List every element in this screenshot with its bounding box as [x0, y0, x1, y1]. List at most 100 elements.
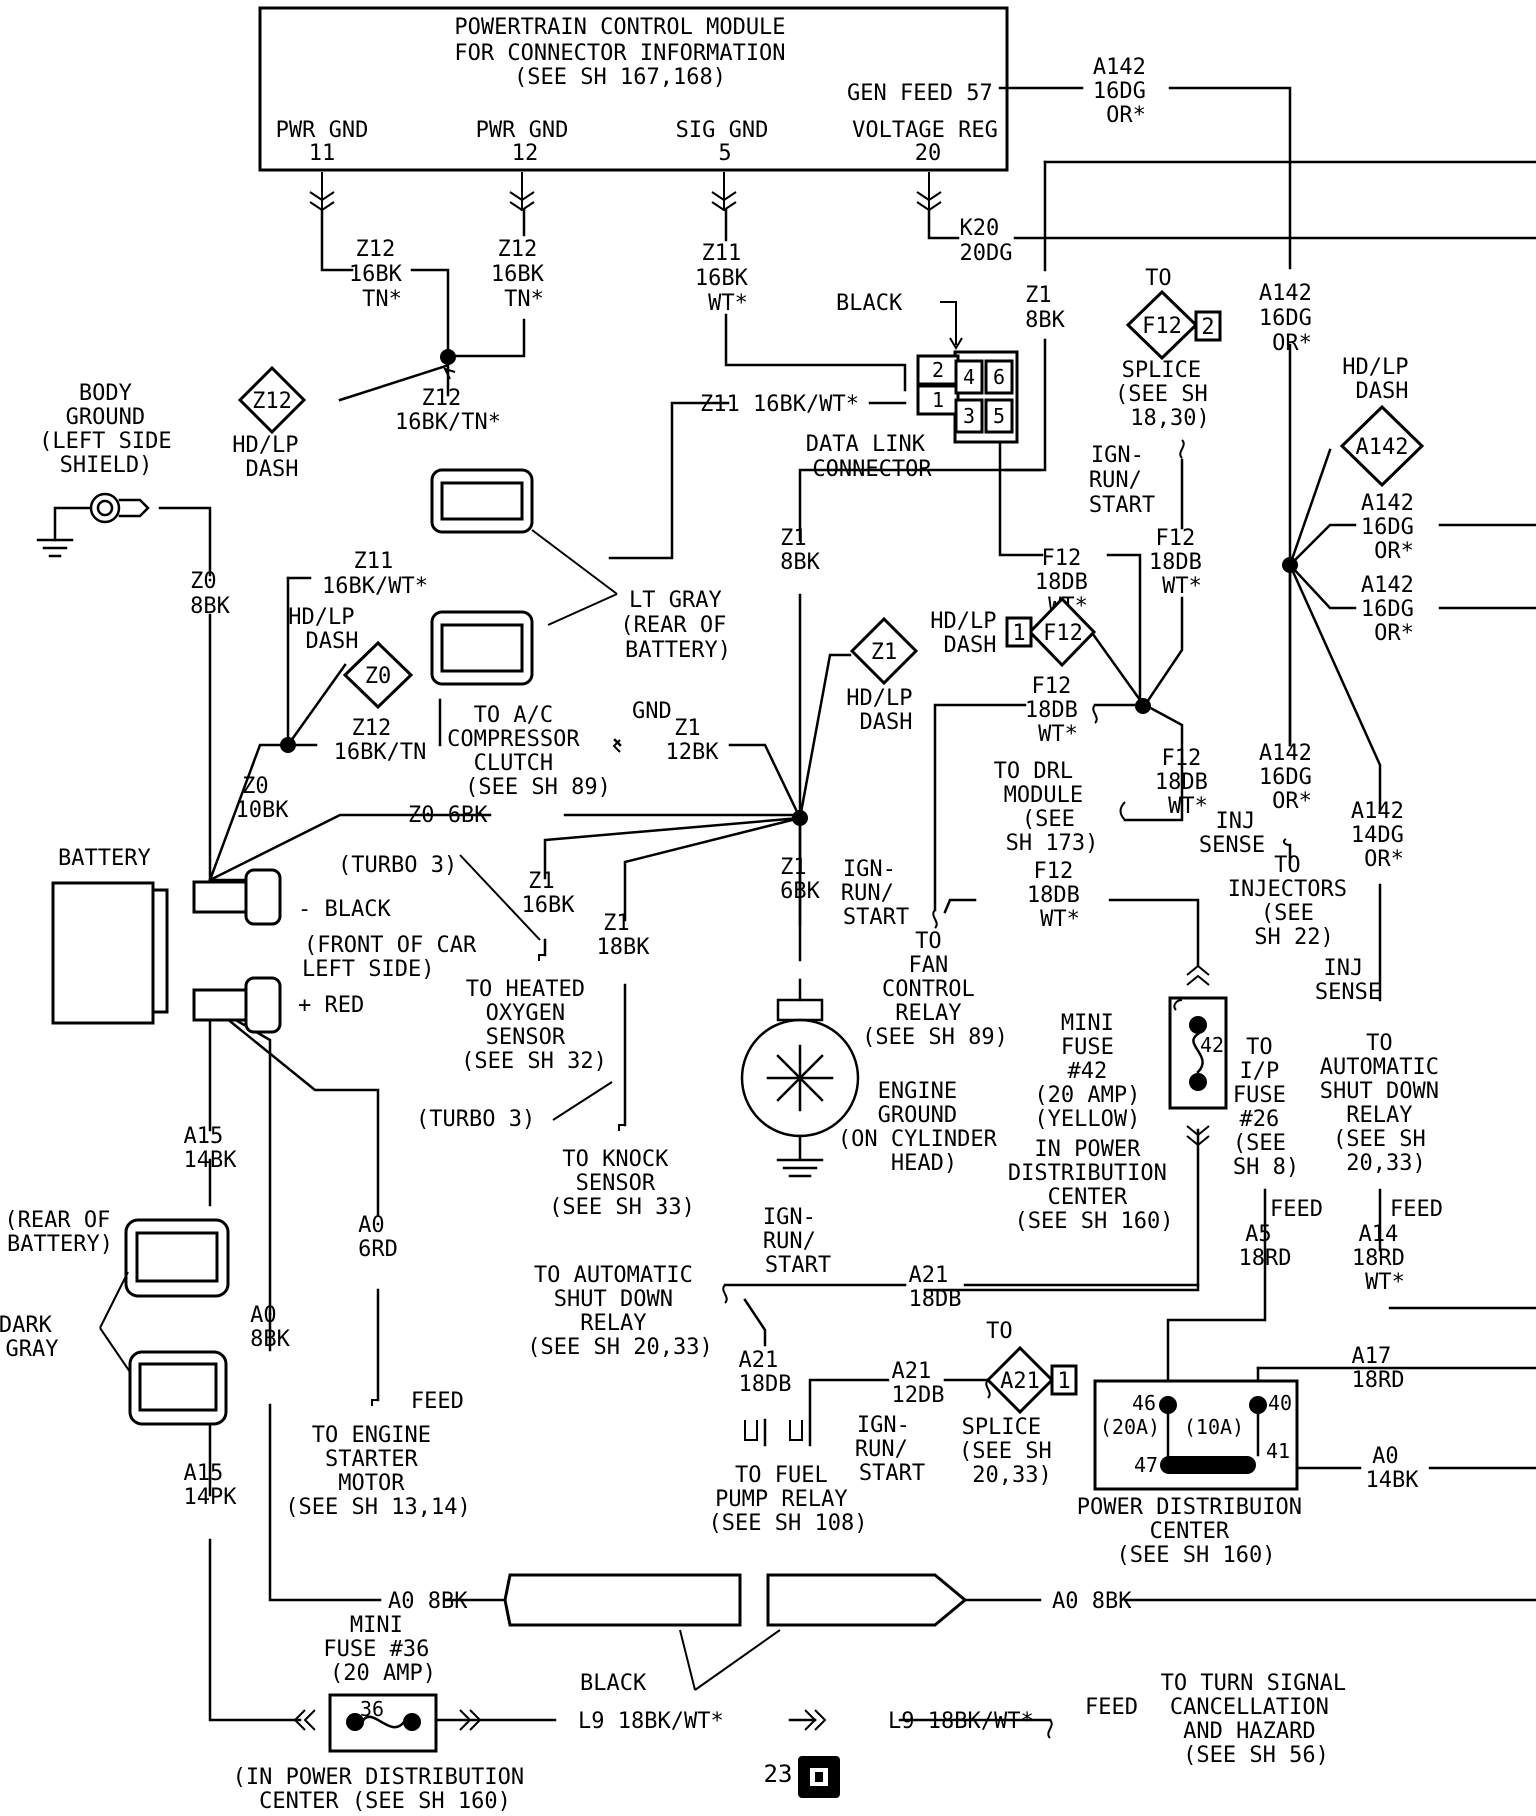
wire-k20: K20 20DG: [960, 216, 1013, 266]
hdlp-z1-label: HD/LP DASH: [846, 686, 925, 735]
powertrain-control-module: POWERTRAIN CONTROL MODULE FOR CONNECTOR …: [258, 6, 1009, 172]
diamond-z0: Z0: [342, 640, 414, 710]
wire-z0-10bk: Z0 10BK: [236, 774, 290, 823]
dark-gray-connector-top: [124, 1218, 230, 1298]
wire-a142-e: A142 16DG OR*: [1259, 741, 1325, 814]
fuse-36-num: 36: [360, 1697, 384, 1721]
diamond-z12: Z12: [237, 365, 307, 435]
wire-z1-16bk: Z1 16BK: [522, 869, 576, 918]
svg-text:Z0: Z0: [365, 664, 392, 689]
pcm-pin3-num: 5: [718, 141, 731, 166]
wire-a142-right: A142 16DG OR*: [1259, 281, 1325, 356]
fuse-42-num: 42: [1200, 1033, 1224, 1057]
diamond-f12-top: F12 2: [1125, 289, 1222, 361]
feed-right-label: FEED: [1390, 1197, 1443, 1222]
asd-relay-bottom-label: TO AUTOMATIC SHUT DOWN RELAY (SEE SH 20,…: [527, 1263, 712, 1360]
wire-a142-top: A142 16DG OR*: [1093, 55, 1159, 128]
battery-label: BATTERY: [58, 846, 151, 871]
pcm-title-1: POWERTRAIN CONTROL MODULE: [454, 15, 785, 40]
wire-z11-left: Z11 16BK/WT*: [322, 549, 428, 599]
wire-a15-bot: A15 14PK: [184, 1461, 238, 1510]
pcm-pin4-name: VOLTAGE REG: [852, 118, 998, 143]
dlc-label: DATA LINK CONNECTOR: [806, 432, 938, 482]
splice-z12: [440, 349, 456, 365]
wire-z1-8bk: Z1 8BK: [780, 526, 820, 575]
engine-ground-label: ENGINE GROUND (ON CYLINDER HEAD): [838, 1079, 1010, 1176]
gnd-label: GND: [632, 699, 672, 724]
lt-gray-connector-bottom: [430, 610, 534, 686]
pcm-pin1-num: 11: [309, 141, 336, 166]
wire-a0-6rd: A0 6RD: [358, 1213, 398, 1262]
ign-run-start-1: IGN- RUN/ START: [1089, 443, 1157, 518]
lt-gray-label: LT GRAY (REAR OF BATTERY): [620, 588, 739, 663]
svg-text:1: 1: [932, 388, 944, 412]
pcm-gen-feed: GEN FEED 57: [847, 81, 993, 106]
pdc-pin-20a: (20A): [1100, 1415, 1160, 1439]
hdlp-a142-label: HD/LP DASH: [1342, 355, 1421, 404]
wire-z1-18bk: Z1 18BK: [597, 911, 651, 960]
ign-run-start-4: IGN- RUN/ START: [855, 1413, 925, 1486]
engine-ground-icon: [740, 998, 860, 1178]
battery-terminal-positive: [192, 976, 282, 1034]
dark-gray-connector-bottom: [128, 1350, 228, 1426]
dark-gray-label: DARK GRAY: [0, 1313, 65, 1362]
wire-z0-6bk: Z0 6BK: [408, 803, 488, 828]
wire-a21-18db: A21 18DB: [909, 1263, 962, 1312]
splice-dots: [280, 349, 1298, 826]
pcm-pin3-name: SIG GND: [676, 118, 769, 143]
pdc-pin-46: 46: [1132, 1391, 1156, 1415]
wire-l9-left: L9 18BK/WT*: [578, 1709, 724, 1734]
ign-run-start-3: IGN- RUN/ START: [763, 1205, 831, 1278]
wire-z1-12bk: Z1 12BK: [666, 716, 720, 765]
svg-text:4: 4: [963, 365, 975, 389]
svg-text:2: 2: [1201, 315, 1214, 340]
ground-symbols: [36, 492, 860, 1178]
wire-z11-top: Z11 16BK WT*: [695, 241, 761, 316]
black-dlc-label: BLACK: [836, 291, 903, 316]
drl-label: TO DRL MODULE (SEE SH 173): [994, 759, 1099, 856]
fuse-internals: [346, 1016, 1207, 1731]
heated-o2-label: TO HEATED OXYGEN SENSOR (SEE SH 32): [461, 977, 607, 1074]
diamond-f12-mid: F12 1: [1005, 596, 1097, 668]
body-ground-label: BODY GROUND (LEFT SIDE SHIELD): [39, 381, 185, 478]
front-of-car-label: (FRONT OF CAR LEFT SIDE): [302, 933, 489, 982]
svg-text:2: 2: [932, 358, 944, 382]
wire-a0-bottom-right: A0 8BK: [1052, 1589, 1132, 1614]
wire-z11-dlc: Z11 16BK/WT*: [700, 392, 859, 417]
rear-of-battery-label: (REAR OF BATTERY): [4, 1208, 123, 1257]
splice-z1: [792, 810, 808, 826]
wire-a14: A14 18RD WT*: [1352, 1222, 1418, 1295]
red-pos-label: + RED: [298, 993, 364, 1018]
svg-text:1: 1: [1012, 621, 1025, 646]
wire-a142-d: A142 16DG OR*: [1361, 573, 1427, 646]
hdlp-f12-label: HD/LP DASH: [930, 609, 1009, 658]
wire-labels: A142 16DG OR* Z12 16BK TN* Z12 16BK TN* …: [184, 55, 1427, 1734]
feed-ip-label: FEED: [1270, 1197, 1323, 1222]
svg-text:A142: A142: [1356, 435, 1409, 460]
wire-a21-12db: A21 12DB: [892, 1359, 945, 1408]
starter-label: FEED TO ENGINE STARTER MOTOR (SEE SH 13,…: [285, 1389, 477, 1520]
arrows: [99, 301, 963, 1691]
pcm-connector-chevrons: [309, 172, 942, 212]
turbo-bottom-label: (TURBO 3): [416, 1107, 535, 1132]
pcm-pin1-name: PWR GND: [276, 118, 369, 143]
pdc-pin-10a: (10A): [1184, 1415, 1244, 1439]
pdc-internals: [1159, 1396, 1267, 1474]
pdc-pin-41: 41: [1266, 1439, 1290, 1463]
pdc-pin-40: 40: [1268, 1391, 1292, 1415]
open-end-marks: [371, 439, 1291, 1739]
wire-z0-8bk: Z0 8BK: [190, 569, 230, 619]
inline-connector-bottom: [503, 1573, 968, 1627]
feed-turn-label: FEED: [1085, 1695, 1138, 1720]
chevrons: [293, 964, 1210, 1731]
pcm-pin2-num: 12: [512, 141, 539, 166]
pdc-label: POWER DISTRIBUION CENTER (SEE SH 160): [1077, 1495, 1315, 1568]
inj-sense-1: INJ SENSE: [1199, 809, 1269, 858]
page-number-text: 23: [764, 1760, 793, 1788]
wire-z12-left: Z12 16BK TN*: [349, 237, 415, 312]
svg-text:Z12: Z12: [252, 389, 292, 414]
svg-text:Z1: Z1: [871, 640, 898, 665]
mini-fuse-36-label: MINI FUSE #36 (20 AMP): [323, 1613, 442, 1686]
diamond-z1: Z1: [849, 616, 919, 686]
black-bottom-label: BLACK: [580, 1671, 647, 1696]
